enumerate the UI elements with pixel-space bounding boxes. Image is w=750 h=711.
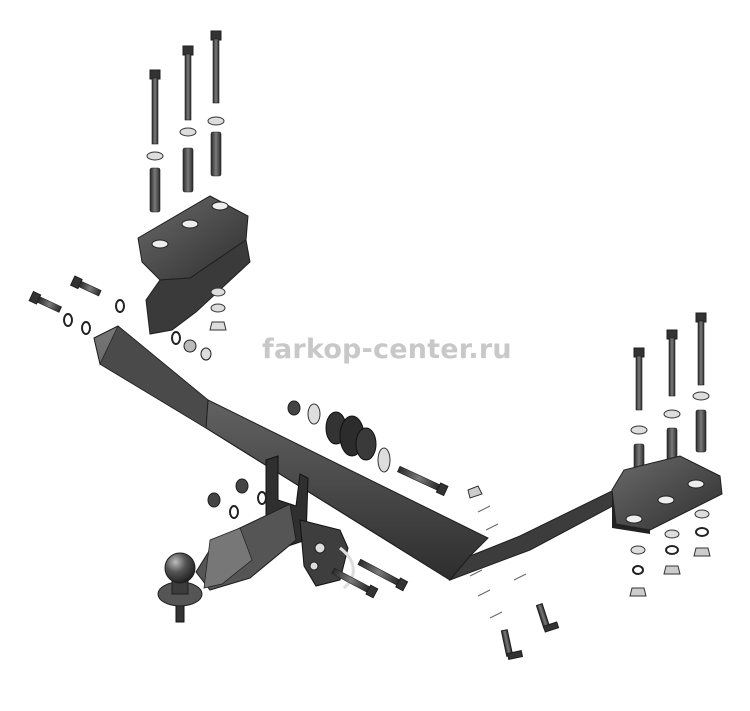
washer-icon bbox=[171, 331, 181, 345]
bolt-icon bbox=[666, 329, 678, 397]
right-mounting-bracket bbox=[611, 455, 723, 534]
bolt-icon bbox=[397, 465, 449, 497]
spacer-icon bbox=[182, 147, 194, 193]
washer-icon bbox=[665, 545, 679, 555]
nut-icon bbox=[207, 492, 221, 508]
bolt-icon bbox=[500, 629, 524, 660]
washer-icon bbox=[257, 491, 267, 505]
washer-icon bbox=[632, 565, 644, 575]
nut-icon bbox=[693, 547, 711, 557]
washer-icon bbox=[63, 313, 73, 327]
washer-icon bbox=[210, 287, 226, 297]
washer-icon bbox=[377, 447, 391, 473]
bolt-icon bbox=[182, 45, 194, 121]
nut-icon bbox=[209, 321, 227, 331]
tow-ball bbox=[157, 552, 203, 623]
bolt-icon bbox=[535, 603, 560, 633]
lower-right-bolt-set bbox=[469, 505, 560, 660]
spacer-icon bbox=[695, 409, 707, 453]
washer-icon bbox=[207, 116, 225, 126]
bolt-icon bbox=[331, 567, 379, 599]
bolt-icon bbox=[210, 30, 222, 104]
hitch-body bbox=[195, 455, 355, 591]
washer-icon bbox=[664, 529, 680, 539]
main-crossbar bbox=[93, 325, 625, 582]
washer-icon bbox=[179, 127, 197, 137]
socket-plate-bolts bbox=[331, 558, 409, 599]
washer-icon bbox=[692, 391, 710, 401]
spacer-icon bbox=[149, 167, 161, 213]
washer-icon bbox=[663, 409, 681, 419]
washer-icon bbox=[146, 151, 164, 161]
washer-icon bbox=[630, 545, 646, 555]
bolt-icon bbox=[695, 312, 707, 386]
washer-icon bbox=[210, 303, 226, 313]
nut-icon bbox=[663, 565, 681, 575]
washer-icon bbox=[115, 299, 125, 313]
washer-icon bbox=[81, 321, 91, 335]
bolt-icon bbox=[633, 347, 645, 411]
washer-icon bbox=[694, 509, 710, 519]
bolt-icon bbox=[149, 69, 161, 145]
spacer-icon bbox=[210, 131, 222, 177]
bolt-icon bbox=[357, 558, 409, 592]
nut-icon bbox=[235, 478, 249, 494]
washer-icon bbox=[630, 425, 648, 435]
nut-icon bbox=[629, 587, 647, 597]
bolt-icon bbox=[69, 275, 102, 297]
nut-icon bbox=[467, 485, 483, 499]
washer-icon bbox=[229, 505, 239, 519]
nut-icon bbox=[183, 339, 197, 353]
washer-icon bbox=[307, 403, 321, 425]
center-bushing-set bbox=[287, 400, 483, 499]
left-bracket-bolt-set bbox=[146, 30, 225, 213]
left-mounting-bracket bbox=[137, 195, 251, 335]
spacer-icon bbox=[325, 411, 377, 461]
nut-icon bbox=[200, 347, 212, 361]
left-side-fasteners bbox=[28, 275, 227, 361]
washer-icon bbox=[695, 527, 709, 537]
nut-icon bbox=[287, 400, 301, 416]
right-lower-fasteners bbox=[629, 509, 711, 597]
bolt-icon bbox=[28, 290, 62, 313]
